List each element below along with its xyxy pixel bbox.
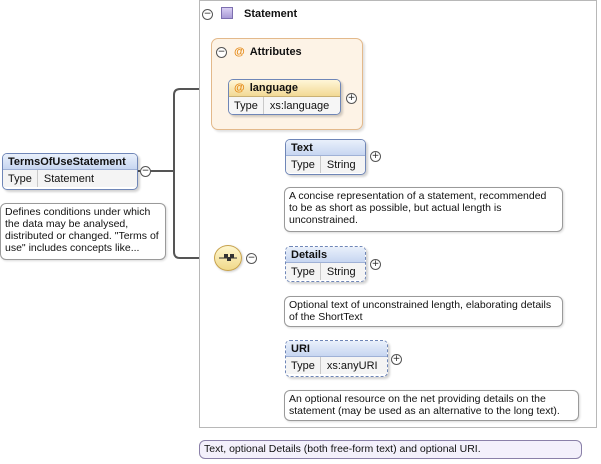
type-value: String — [326, 158, 356, 171]
root-element-name: TermsOfUseStatement — [3, 154, 137, 170]
collapse-statement-toggle[interactable]: − — [202, 9, 213, 20]
root-documentation: Defines conditions under which the data … — [0, 203, 166, 260]
statement-type-documentation: Text, optional Details (both free-form t… — [199, 440, 582, 459]
element-text[interactable]: Text Type String — [285, 139, 366, 175]
attribute-at-icon: @ — [234, 82, 245, 94]
type-value: xs:language — [269, 99, 330, 112]
collapse-sequence-toggle[interactable]: − — [246, 253, 257, 264]
complex-type-icon — [221, 7, 233, 19]
sequence-compositor-icon[interactable] — [214, 245, 242, 271]
attribute-at-icon: @ — [234, 46, 245, 58]
expand-uri-toggle[interactable]: + — [391, 354, 402, 365]
type-label: Type — [286, 357, 321, 374]
element-name: Text — [286, 140, 365, 156]
collapse-root-toggle[interactable]: − — [140, 166, 151, 177]
type-label: Type — [286, 263, 321, 280]
type-value: String — [326, 265, 356, 278]
text-documentation: A concise representation of a statement,… — [284, 187, 563, 232]
attributes-label: Attributes — [249, 46, 302, 58]
type-label: Type — [229, 97, 264, 114]
uri-documentation: An optional resource on the net providin… — [284, 390, 579, 421]
expand-details-toggle[interactable]: + — [370, 259, 381, 270]
statement-title: Statement — [244, 8, 298, 20]
attribute-language[interactable]: @language Type xs:language — [228, 79, 341, 115]
element-uri[interactable]: URI Type xs:anyURI — [285, 340, 388, 377]
root-element-box[interactable]: TermsOfUseStatement Type Statement — [2, 153, 138, 190]
attribute-name: @language — [229, 80, 340, 97]
element-name: Details — [286, 247, 365, 263]
expand-language-toggle[interactable]: + — [346, 93, 357, 104]
type-label: Type — [3, 170, 38, 187]
element-name: URI — [286, 341, 387, 357]
type-label: Type — [286, 156, 321, 173]
collapse-attributes-toggle[interactable]: − — [216, 47, 227, 58]
type-value: xs:anyURI — [326, 359, 378, 372]
element-details[interactable]: Details Type String — [285, 246, 366, 282]
expand-text-toggle[interactable]: + — [370, 151, 381, 162]
details-documentation: Optional text of unconstrained length, e… — [284, 296, 563, 327]
attributes-title: @ Attributes — [234, 46, 302, 58]
type-value: Statement — [43, 172, 94, 185]
